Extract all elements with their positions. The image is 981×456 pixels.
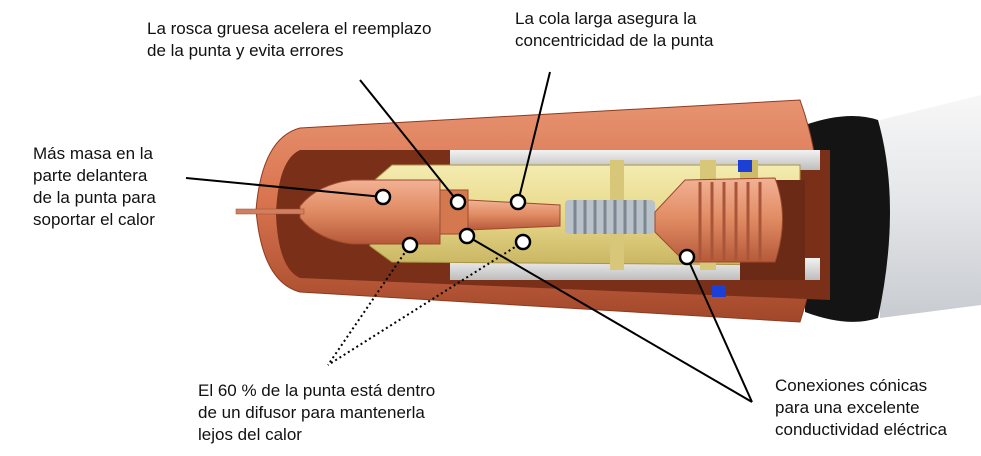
- dot-threads: [451, 195, 465, 209]
- welding-wire: [236, 209, 304, 214]
- callout-mass-line-2: parte delantera: [33, 165, 156, 187]
- callout-threads-line-1: La rosca gruesa acelera el reemplazo: [147, 18, 431, 40]
- blue-ring-bottom: [712, 285, 726, 297]
- callout-threads: La rosca gruesa acelera el reemplazo de …: [147, 18, 431, 62]
- callout-inside-line-3: lejos del calor: [198, 424, 435, 446]
- callout-conical-line-2: para una excelente: [775, 397, 947, 419]
- contact-tip: [300, 180, 440, 244]
- blue-ring-top: [738, 160, 752, 172]
- dot-tail: [511, 195, 525, 209]
- dot-mass: [376, 190, 390, 204]
- callout-conical: Conexiones cónicas para una excelente co…: [775, 375, 947, 441]
- dot-inside-1: [403, 238, 417, 252]
- dot-conical-1: [460, 229, 474, 243]
- callout-mass-line-1: Más masa en la: [33, 143, 156, 165]
- callout-conical-line-1: Conexiones cónicas: [775, 375, 947, 397]
- callout-inside-line-1: El 60 % de la punta está dentro: [198, 380, 435, 402]
- callout-tail-line-1: La cola larga asegura la: [515, 8, 713, 30]
- dot-inside-2: [516, 235, 530, 249]
- spring: [565, 200, 655, 234]
- callout-mass: Más masa en la parte delantera de la pun…: [33, 143, 156, 231]
- callout-tail-line-2: concentricidad de la punta: [515, 30, 713, 52]
- gun-hose: [880, 95, 981, 318]
- dot-conical-2: [680, 250, 694, 264]
- callout-mass-line-4: soportar el calor: [33, 209, 156, 231]
- callout-conical-line-3: conductividad eléctrica: [775, 419, 947, 441]
- callout-tail: La cola larga asegura la concentricidad …: [515, 8, 713, 52]
- callout-inside: El 60 % de la punta está dentro de un di…: [198, 380, 435, 446]
- callout-threads-line-2: de la punta y evita errores: [147, 40, 431, 62]
- callout-mass-line-3: de la punta para: [33, 187, 156, 209]
- callout-inside-line-2: de un difusor para mantenerla: [198, 402, 435, 424]
